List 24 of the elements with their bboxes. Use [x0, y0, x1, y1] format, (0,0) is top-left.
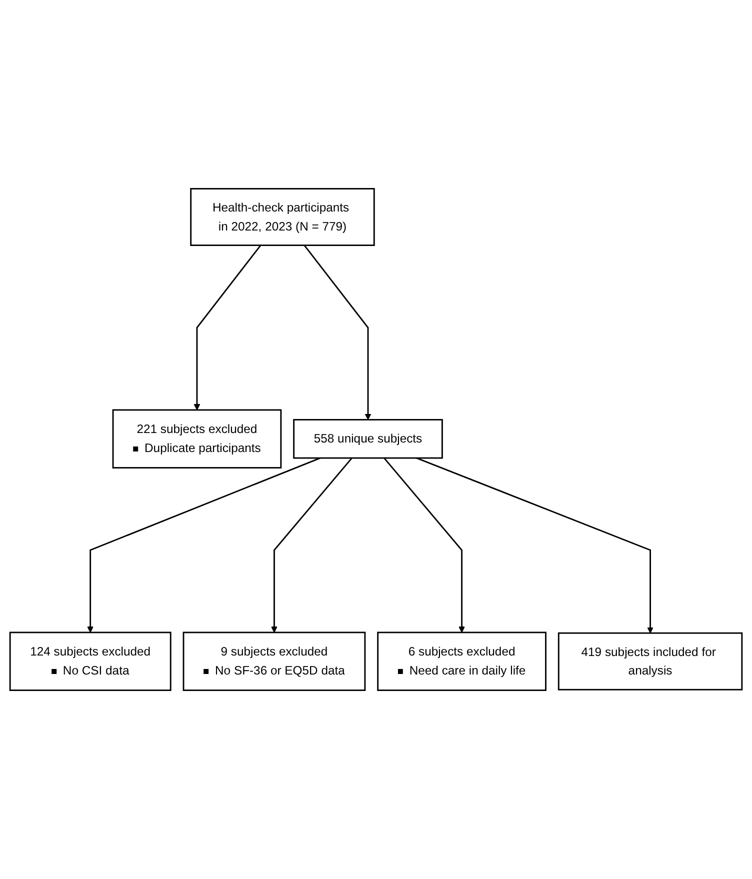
list-item: No SF-36 or EQ5D data: [215, 663, 345, 680]
arrow: [87, 457, 320, 633]
flow-box: [112, 409, 282, 468]
flow-box: [293, 419, 443, 459]
list-item: Duplicate participants: [144, 440, 261, 458]
arrow: [384, 458, 465, 633]
arrow: [304, 244, 372, 420]
flow-box: [182, 632, 366, 691]
list-item: No CSI data: [62, 663, 130, 680]
arrow: [416, 457, 654, 634]
flow-box: [377, 632, 546, 691]
flow-box: [9, 632, 172, 691]
box-text: 558 unique subjects: [314, 432, 422, 446]
box-text: 9 subjects excluded: [220, 644, 328, 658]
list-item: Need care in daily life: [409, 663, 526, 680]
arrow: [194, 244, 262, 410]
box-text: 419 subjects included for analysis: [581, 645, 717, 678]
flow-box: [190, 188, 375, 246]
box-text: 124 subjects excluded: [30, 644, 151, 658]
box-text: 221 subjects excluded: [136, 422, 258, 436]
box-text: Health-check participants in 2022, 2023 (N = 779): [212, 200, 350, 233]
arrow: [271, 458, 352, 633]
flow-box: [558, 632, 743, 690]
box-text: 6 subjects excluded: [408, 644, 516, 658]
